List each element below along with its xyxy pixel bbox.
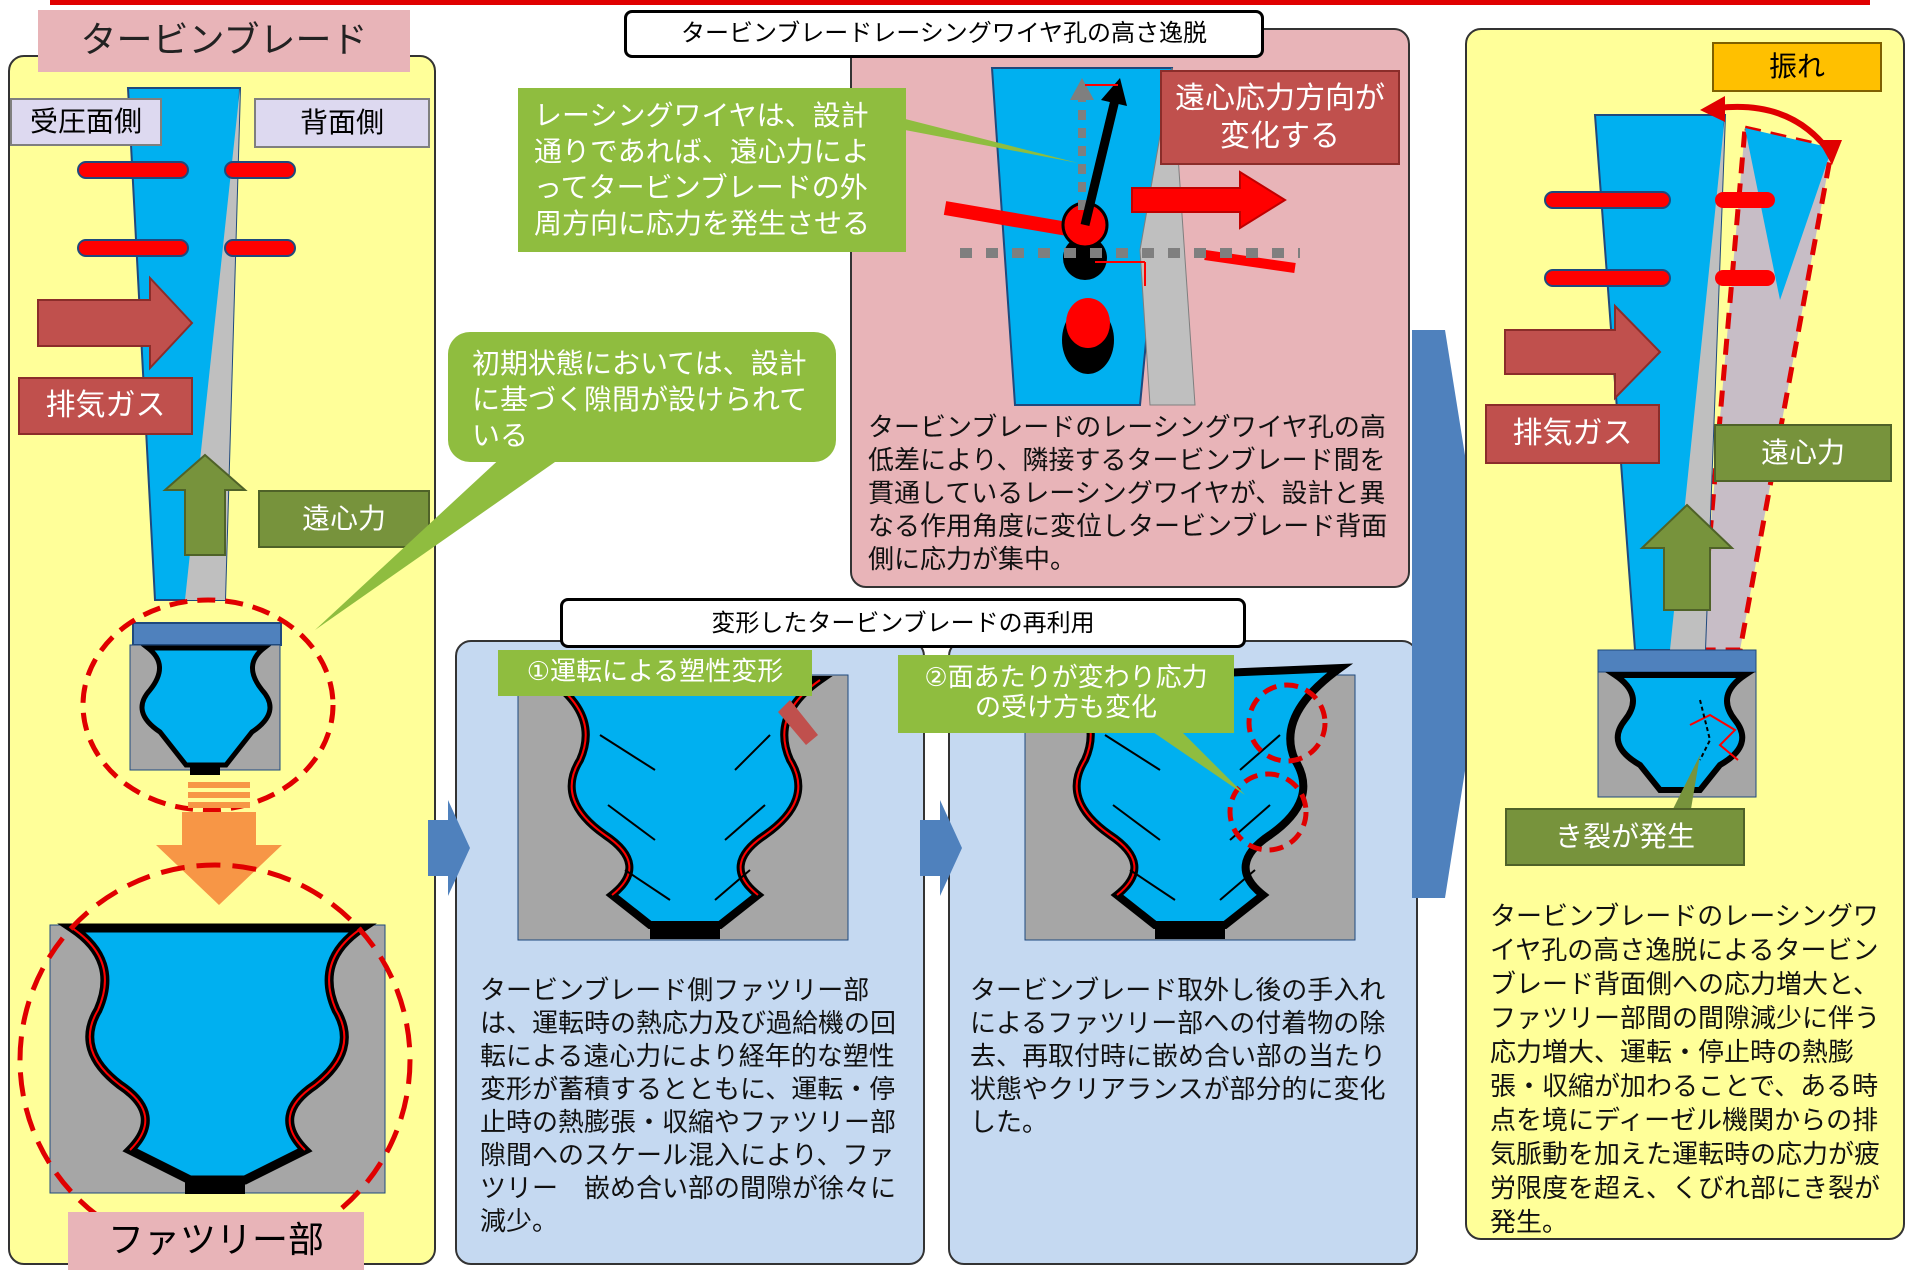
deformation-mark xyxy=(778,700,818,745)
exhaust-arrow xyxy=(1504,303,1662,401)
top-rule xyxy=(50,0,1870,5)
centrifugal-arrow xyxy=(1639,503,1735,611)
wire-hole xyxy=(1066,298,1110,348)
right-description: タービンブレードのレーシングワイヤ孔の高さ逸脱によるタービンブレード背面側への応… xyxy=(1490,902,1881,1238)
flow-arrow-large xyxy=(1412,330,1490,898)
callout-initial: 初期状態においては、設計に基づく隙間が設けられている xyxy=(448,332,836,462)
step1-label: ①運転による塑性変形 xyxy=(498,650,812,696)
lacing-wire xyxy=(77,161,189,179)
lacing-wire xyxy=(1544,269,1671,287)
top-center-title: タービンブレードレーシングワイヤ孔の高さ逸脱 xyxy=(624,10,1264,58)
stress-arrow xyxy=(1131,170,1287,230)
top-center-description: タービンブレードのレーシングワイヤ孔の高低差により、隣接するタービンブレード間を… xyxy=(868,413,1388,575)
lacing-wire xyxy=(224,239,296,257)
right-exhaust-gas-label: 排気ガス xyxy=(1485,404,1660,464)
contact-change-circle xyxy=(1246,682,1328,764)
force-arrows xyxy=(599,734,771,901)
lacing-wire xyxy=(1544,191,1671,209)
flow-arrow xyxy=(428,800,470,896)
vibration-arrow xyxy=(1717,103,1831,152)
vibration-label: 振れ xyxy=(1712,42,1882,92)
exhaust-arrow xyxy=(37,275,194,371)
suction-side-label: 背面側 xyxy=(254,98,430,148)
lacing-wire xyxy=(77,239,189,257)
crack-line xyxy=(1689,713,1739,761)
callout-tail-initial xyxy=(315,440,565,630)
fir-tree-small-blue xyxy=(139,645,273,768)
exhaust-gas-label: 排気ガス xyxy=(18,377,193,435)
wire-hole xyxy=(1063,236,1107,280)
callout-wire: レーシングワイヤは、設計通りであれば、遠心力によってタービンブレードの外周方向に… xyxy=(518,88,906,252)
deflected-blade xyxy=(1700,128,1832,650)
fir-tree-highlight-circle xyxy=(80,597,336,813)
step2-label: ②面あたりが変わり応力の受け方も変化 xyxy=(898,655,1234,733)
left-title: タービンブレード xyxy=(38,10,410,72)
blade-platform xyxy=(1597,649,1757,673)
flow-arrow xyxy=(920,800,962,896)
zoom-arrow xyxy=(156,782,282,905)
lacing-wire xyxy=(1715,270,1775,286)
bottom-center-title: 変形したタービンブレードの再利用 xyxy=(560,598,1246,648)
centrifugal-label: 遠心力 xyxy=(258,490,430,548)
lacing-wire xyxy=(943,201,1087,239)
step2-description: タービンブレード取外し後の手入れによるファツリー部への付着物の除去、再取付時に嵌… xyxy=(970,976,1387,1138)
right-centrifugal-label: 遠心力 xyxy=(1714,424,1892,482)
lacing-wire xyxy=(1715,192,1775,208)
step1-description: タービンブレード側ファツリー部は、運転時の熱応力及び過給機の回転による遠心力によ… xyxy=(480,976,897,1237)
pressure-side-label: 受圧面側 xyxy=(10,98,162,146)
contact-change-circle xyxy=(1227,771,1309,853)
crack-label: き裂が発生 xyxy=(1505,808,1745,866)
crack-callout-tail xyxy=(1670,755,1700,815)
lacing-wire xyxy=(224,161,296,179)
callout-tail-wire xyxy=(870,110,1078,163)
fir-tree-label: ファツリー部 xyxy=(68,1212,364,1270)
stress-direction-label: 遠心応力方向が変化する xyxy=(1160,70,1400,165)
centrifugal-arrow xyxy=(162,453,248,556)
